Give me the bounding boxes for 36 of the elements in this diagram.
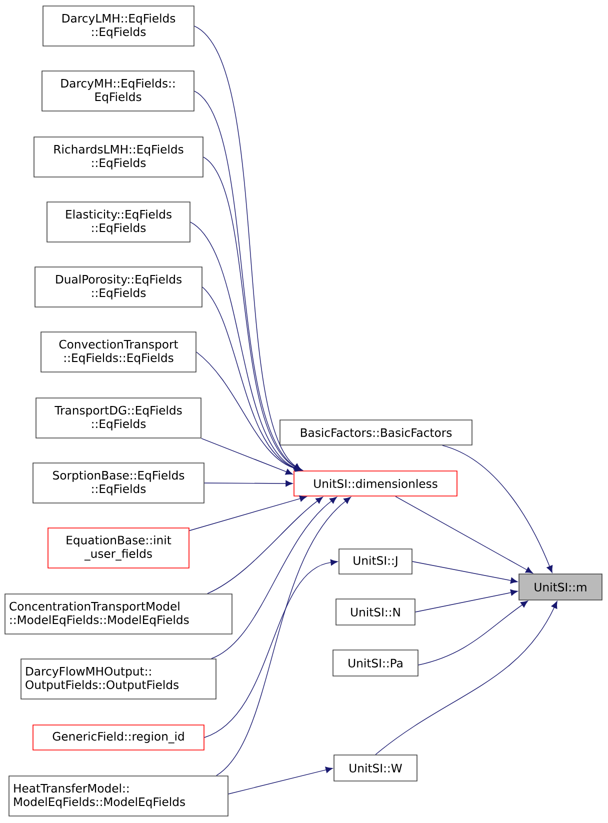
- function-box: UnitSI::J: [338, 548, 412, 574]
- function-box: EquationBase::init _user_fields: [48, 528, 190, 568]
- function-box: SorptionBase::EqFields ::EqFields: [32, 462, 204, 504]
- function-box: BasicFactors::BasicFactors: [280, 420, 472, 446]
- arrow: [196, 352, 303, 472]
- arrow: [203, 156, 302, 470]
- function-box: UnitSI::N: [336, 598, 416, 626]
- function-box: TransportDG::EqFields ::EqFields: [36, 398, 202, 438]
- arrow: [442, 445, 553, 573]
- arrow: [412, 561, 518, 584]
- function-box: GenericField::region_id: [32, 724, 204, 750]
- function-box: UnitSI::W: [334, 754, 418, 782]
- arrow: [189, 495, 307, 531]
- function-box: DarcyLMH::EqFields ::EqFields: [42, 6, 194, 46]
- function-box: UnitSI::dimensionless: [294, 470, 458, 496]
- arrow: [415, 589, 518, 612]
- arrow: [216, 496, 351, 776]
- arrow: [418, 600, 528, 666]
- arrow: [204, 559, 338, 738]
- function-box: DualPorosity::EqFields ::EqFields: [34, 266, 202, 308]
- arrow: [211, 496, 337, 659]
- function-box: DarcyFlowMHOutput:: OutputFields::OutputFields: [20, 658, 216, 700]
- function-box: ConvectionTransport ::EqFields::EqFields: [40, 332, 196, 372]
- function-box: UnitSI::Pa: [332, 650, 418, 676]
- arrow: [228, 766, 333, 794]
- arrow: [201, 438, 293, 475]
- function-box: DarcyMH::EqFields:: EqFields: [42, 70, 194, 112]
- arrow: [204, 480, 293, 487]
- arrow: [375, 601, 558, 755]
- function-box: ConcentrationTransportModel ::ModelEqFields::ModelEqFields: [4, 594, 232, 634]
- function-box: UnitSI::m: [518, 574, 602, 600]
- function-box: Elasticity::EqFields ::EqFields: [46, 202, 190, 242]
- function-box: HeatTransferModel:: ModelEqFields::ModelEqFields: [8, 776, 228, 816]
- arrow: [207, 496, 323, 594]
- arrow: [395, 496, 533, 574]
- function-box: RichardsLMH::EqFields ::EqFields: [34, 136, 204, 178]
